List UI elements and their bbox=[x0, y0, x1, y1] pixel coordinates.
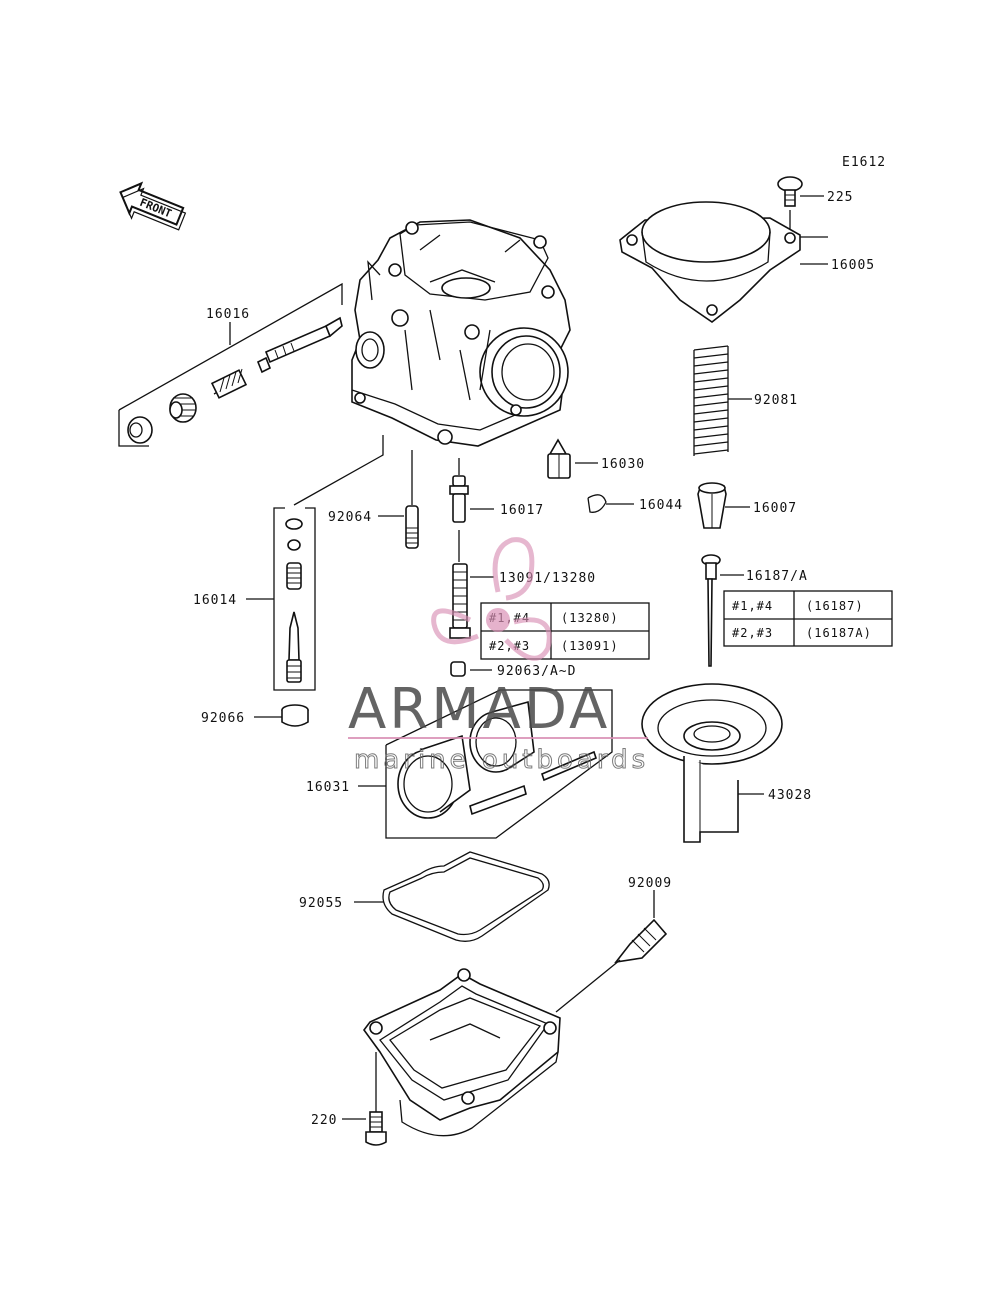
part-group-16031: 16031 bbox=[306, 689, 613, 839]
part-92066: 92066 bbox=[201, 704, 309, 727]
table-needle-r2c2: (16187A) bbox=[806, 626, 872, 640]
part-label-92064: 92064 bbox=[328, 510, 372, 525]
part-16044: 16044 bbox=[587, 494, 683, 513]
table-needle-r1c2: (16187) bbox=[806, 599, 864, 613]
table-jet-needle: #1,#4 (16187) #2,#3 (16187A) bbox=[723, 590, 893, 647]
part-label-92081: 92081 bbox=[754, 393, 798, 408]
propeller-hub bbox=[486, 608, 510, 632]
figure-code: E1612 bbox=[842, 155, 886, 170]
part-16030: 16030 bbox=[547, 438, 645, 479]
table-needle-r1c1: #1,#4 bbox=[732, 599, 773, 613]
part-label-16017: 16017 bbox=[500, 503, 544, 518]
part-label-16044: 16044 bbox=[639, 498, 683, 513]
float-bowl bbox=[363, 968, 561, 1137]
part-16187: 16187/A bbox=[701, 554, 808, 667]
part-label-92055: 92055 bbox=[299, 896, 343, 911]
table-jet-r1c2: (13280) bbox=[561, 611, 619, 625]
part-92063: 92063/A~D bbox=[450, 661, 576, 679]
leader-16014-body bbox=[293, 435, 384, 506]
carburetor-body bbox=[351, 219, 571, 447]
part-43028: 43028 bbox=[641, 683, 812, 843]
table-needle-r2c1: #2,#3 bbox=[732, 626, 773, 640]
table-jet-r2c2: (13091) bbox=[561, 639, 619, 653]
part-label-16014: 16014 bbox=[193, 593, 237, 608]
part-label-92009: 92009 bbox=[628, 876, 672, 891]
part-group-16014: 16014 bbox=[193, 507, 316, 691]
front-arrow-icon: FRONT bbox=[119, 181, 187, 231]
part-92064: 92064 bbox=[328, 450, 419, 549]
part-label-92066: 92066 bbox=[201, 711, 245, 726]
part-label-225: 225 bbox=[827, 190, 853, 205]
part-label-16031: 16031 bbox=[306, 780, 350, 795]
part-label-13091-13280: 13091/13280 bbox=[499, 571, 596, 586]
part-92055: 92055 bbox=[299, 851, 550, 942]
propeller-logo-icon bbox=[431, 537, 552, 661]
part-label-43028: 43028 bbox=[768, 788, 812, 803]
watermark-tagline: marine outboards bbox=[354, 745, 649, 775]
watermark-brand: ARMADA bbox=[348, 677, 610, 742]
part-label-16005: 16005 bbox=[831, 258, 875, 273]
part-220: 220 bbox=[311, 1052, 387, 1146]
part-16007: 16007 bbox=[697, 482, 797, 529]
part-label-92063: 92063/A~D bbox=[497, 664, 576, 679]
part-group-16016: 16016 bbox=[118, 282, 343, 447]
part-label-16016: 16016 bbox=[206, 307, 250, 322]
part-label-16007: 16007 bbox=[753, 501, 797, 516]
part-label-16187: 16187/A bbox=[746, 569, 808, 584]
part-16017: 16017 bbox=[449, 458, 544, 523]
part-label-16030: 16030 bbox=[601, 457, 645, 472]
part-label-220: 220 bbox=[311, 1113, 337, 1128]
part-92081: 92081 bbox=[693, 345, 798, 456]
part-13091-13280: 13091/13280 bbox=[449, 530, 596, 639]
part-92009: 92009 bbox=[555, 876, 672, 1013]
part-225: 225 bbox=[777, 176, 853, 207]
watermark: ARMADA marine outboards bbox=[348, 537, 649, 776]
part-16005: 16005 bbox=[619, 201, 875, 323]
